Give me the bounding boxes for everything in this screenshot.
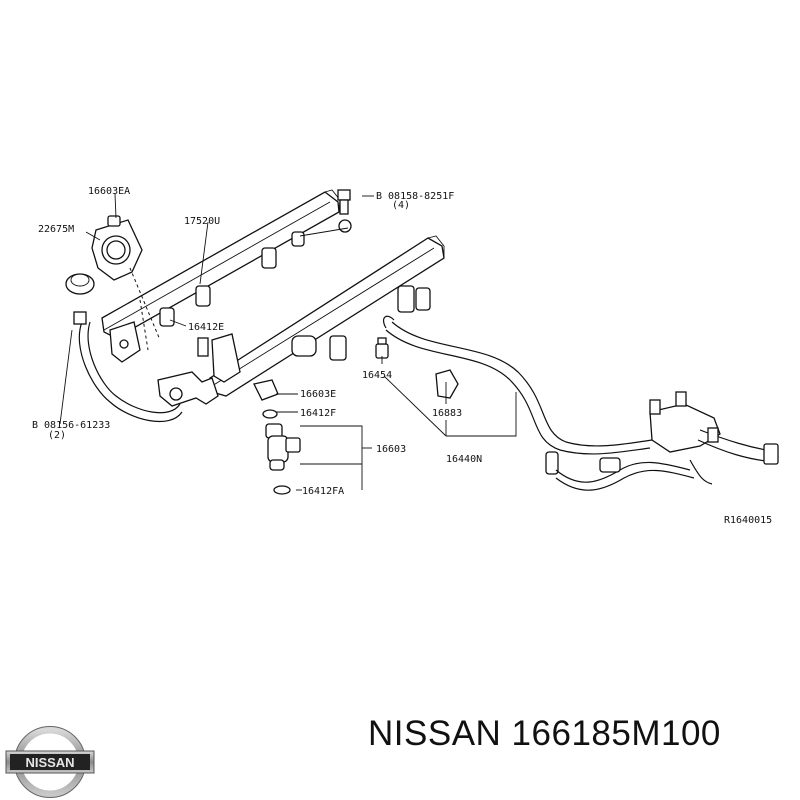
diagram-ref-code: R1640015 bbox=[724, 515, 772, 526]
gasket-22675m bbox=[65, 215, 143, 295]
part-number: 166185M100 bbox=[511, 714, 721, 753]
label-16603: 16603 bbox=[376, 444, 406, 455]
fuel-damper bbox=[109, 321, 141, 363]
fuel-hose-16440n bbox=[382, 315, 695, 491]
leader-lines bbox=[59, 193, 517, 491]
label-16412fa: 16412FA bbox=[302, 486, 344, 497]
lower-rail-injectors bbox=[291, 285, 431, 361]
label-08158-qty: (4) bbox=[392, 200, 410, 211]
brand-name: NISSAN bbox=[368, 714, 502, 753]
hose-bracket-right bbox=[649, 391, 779, 485]
bolts-top bbox=[299, 189, 352, 237]
label-17520u: 17520U bbox=[184, 216, 220, 227]
label-08156: B 08156-61233 bbox=[32, 420, 110, 431]
label-16440n: 16440N bbox=[446, 454, 482, 465]
label-16603ea: 16603EA bbox=[88, 186, 130, 197]
label-22675m: 22675M bbox=[38, 224, 74, 235]
part-16883 bbox=[435, 369, 459, 399]
injector-exploded-set bbox=[253, 379, 301, 495]
label-08156-qty: (2) bbox=[48, 430, 66, 441]
fuel-rail-upper bbox=[101, 189, 341, 339]
fuel-hose-left bbox=[73, 311, 183, 423]
label-16412f: 16412F bbox=[300, 408, 336, 419]
label-16603e: 16603E bbox=[300, 389, 336, 400]
part-16454 bbox=[375, 337, 389, 359]
label-08158: B 08158-8251F bbox=[376, 191, 454, 202]
label-16454: 16454 bbox=[362, 370, 392, 381]
logo-wordmark: NISSAN bbox=[25, 755, 74, 770]
label-16883: 16883 bbox=[432, 408, 462, 419]
product-title: NISSAN 166185M100 bbox=[368, 714, 721, 754]
fuel-inlet-fitting bbox=[157, 333, 241, 407]
label-16412e: 16412E bbox=[188, 322, 224, 333]
nissan-logo: NISSAN bbox=[5, 726, 95, 798]
